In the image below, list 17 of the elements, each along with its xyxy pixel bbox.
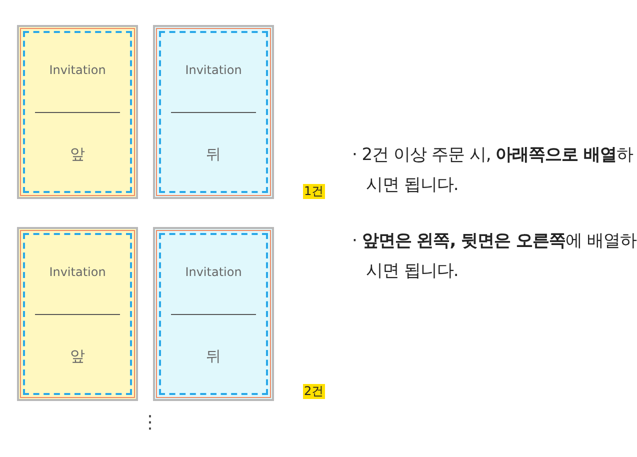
invitation-card [17,25,138,199]
card-title: Invitation [49,265,106,279]
continuation-dots: ⋮ [141,412,159,433]
count-tag: 1건 [303,184,325,199]
card-side-label: 뒤 [206,145,221,163]
instruction-note: · 앞면은 왼쪽, 뒷면은 오른쪽에 배열하시면 됩니다. [352,230,637,283]
instruction-note: · 2건 이상 주문 시, 아래쪽으로 배열하시면 됩니다. [352,144,634,197]
card-side-label: 앞 [70,347,85,365]
count-tag: 2건 [303,384,325,399]
invitation-card [153,25,274,199]
card-side-label: 앞 [70,145,85,163]
card-side-label: 뒤 [206,347,221,365]
card-title: Invitation [185,265,242,279]
card-title: Invitation [49,63,106,77]
invitation-card [153,227,274,401]
card-title: Invitation [185,63,242,77]
invitation-card [17,227,138,401]
